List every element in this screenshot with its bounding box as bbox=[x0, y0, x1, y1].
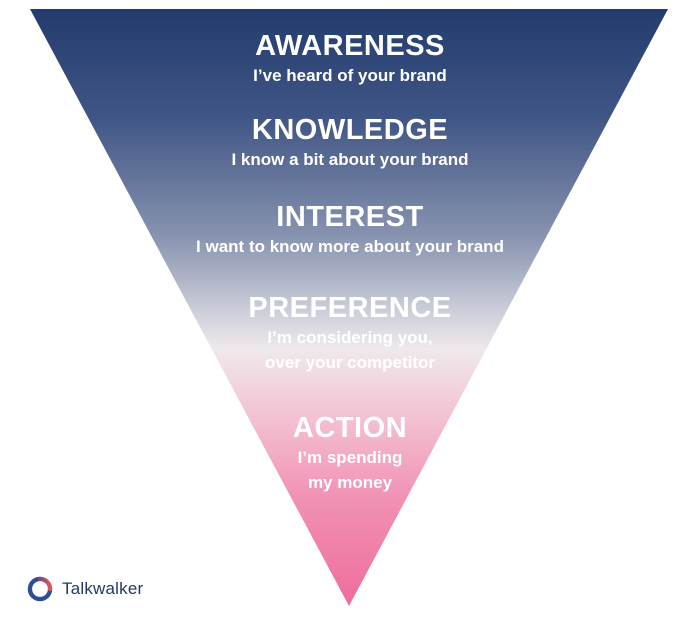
stage-label: ACTION bbox=[292, 412, 408, 444]
stage-label: AWARENESS bbox=[255, 30, 445, 62]
funnel-triangle-shape bbox=[30, 9, 668, 606]
talkwalker-logo: Talkwalker bbox=[26, 575, 143, 603]
funnel-stage-action: ACTION I’m spending my money bbox=[293, 412, 407, 495]
stage-description-line: I want to know more about your brand bbox=[196, 237, 504, 256]
stage-label: PREFERENCE bbox=[248, 292, 452, 324]
stage-label: INTEREST bbox=[276, 201, 424, 233]
stage-description-line: I’ve heard of your brand bbox=[253, 66, 447, 85]
funnel-stage-awareness: AWARENESS I’ve heard of your brand bbox=[253, 30, 447, 88]
logo-text: Talkwalker bbox=[62, 579, 144, 598]
stage-description-line: I’m spending bbox=[297, 448, 403, 467]
funnel-stage-knowledge: KNOWLEDGE I know a bit about your brand bbox=[231, 114, 468, 172]
talkwalker-swirl-icon bbox=[27, 576, 53, 602]
stage-description-line: over your competitor bbox=[264, 353, 436, 372]
funnel-stage-preference: PREFERENCE I’m considering you, over you… bbox=[248, 292, 451, 375]
stage-label: KNOWLEDGE bbox=[251, 114, 449, 146]
funnel-stage-interest: INTEREST I want to know more about your … bbox=[196, 201, 504, 259]
stage-description-line: my money bbox=[307, 473, 393, 492]
stage-description-line: I’m considering you, bbox=[267, 328, 433, 347]
stage-description-line: I know a bit about your brand bbox=[231, 150, 469, 169]
